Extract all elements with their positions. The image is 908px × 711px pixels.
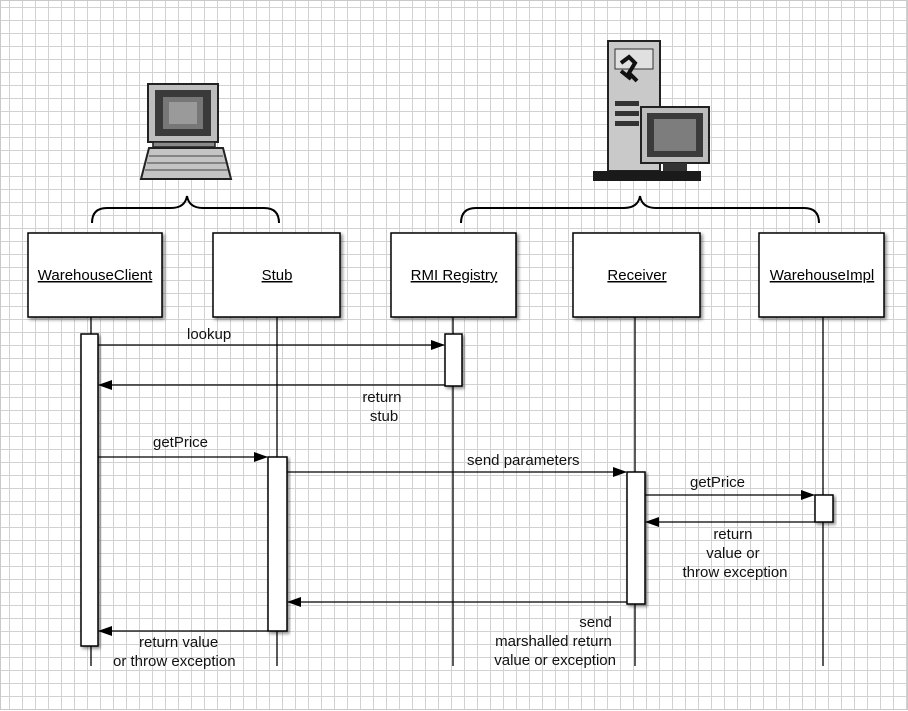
activation-bar-warehouse-client	[80, 333, 99, 647]
message-label-return-impl: return value or throw exception	[682, 526, 787, 581]
object-label-warehouse-impl: WarehouseImpl	[770, 267, 875, 284]
message-label-lookup: lookup	[187, 326, 231, 343]
object-box-warehouse-impl: WarehouseImpl	[758, 232, 885, 318]
activation-bar-receiver	[626, 471, 646, 605]
object-box-receiver: Receiver	[572, 232, 701, 318]
message-label-getprice-client: getPrice	[153, 434, 208, 451]
message-label-send-parameters: send parameters	[467, 452, 580, 469]
object-box-stub: Stub	[212, 232, 341, 318]
activation-bar-stub	[267, 456, 288, 632]
object-label-receiver: Receiver	[607, 267, 666, 284]
object-box-warehouse-client: WarehouseClient	[27, 232, 163, 318]
object-box-rmi-registry: RMI Registry	[390, 232, 517, 318]
server-machine-brace	[460, 195, 820, 224]
activation-bar-warehouse-impl	[814, 494, 834, 523]
message-label-return-client: return value or throw exception	[113, 634, 236, 670]
object-label-warehouse-client: WarehouseClient	[38, 267, 153, 284]
message-label-send-marshalled: send marshalled return value or exceptio…	[494, 614, 616, 669]
activation-bar-rmi-registry	[444, 333, 463, 387]
message-label-getprice-receiver: getPrice	[690, 474, 745, 491]
laptop-computer-icon	[139, 83, 233, 180]
message-label-return-stub: return stub	[362, 389, 405, 425]
client-machine-brace	[91, 195, 280, 224]
server-tower-icon	[593, 40, 710, 181]
object-label-rmi-registry: RMI Registry	[411, 267, 498, 284]
object-label-stub: Stub	[262, 267, 293, 284]
